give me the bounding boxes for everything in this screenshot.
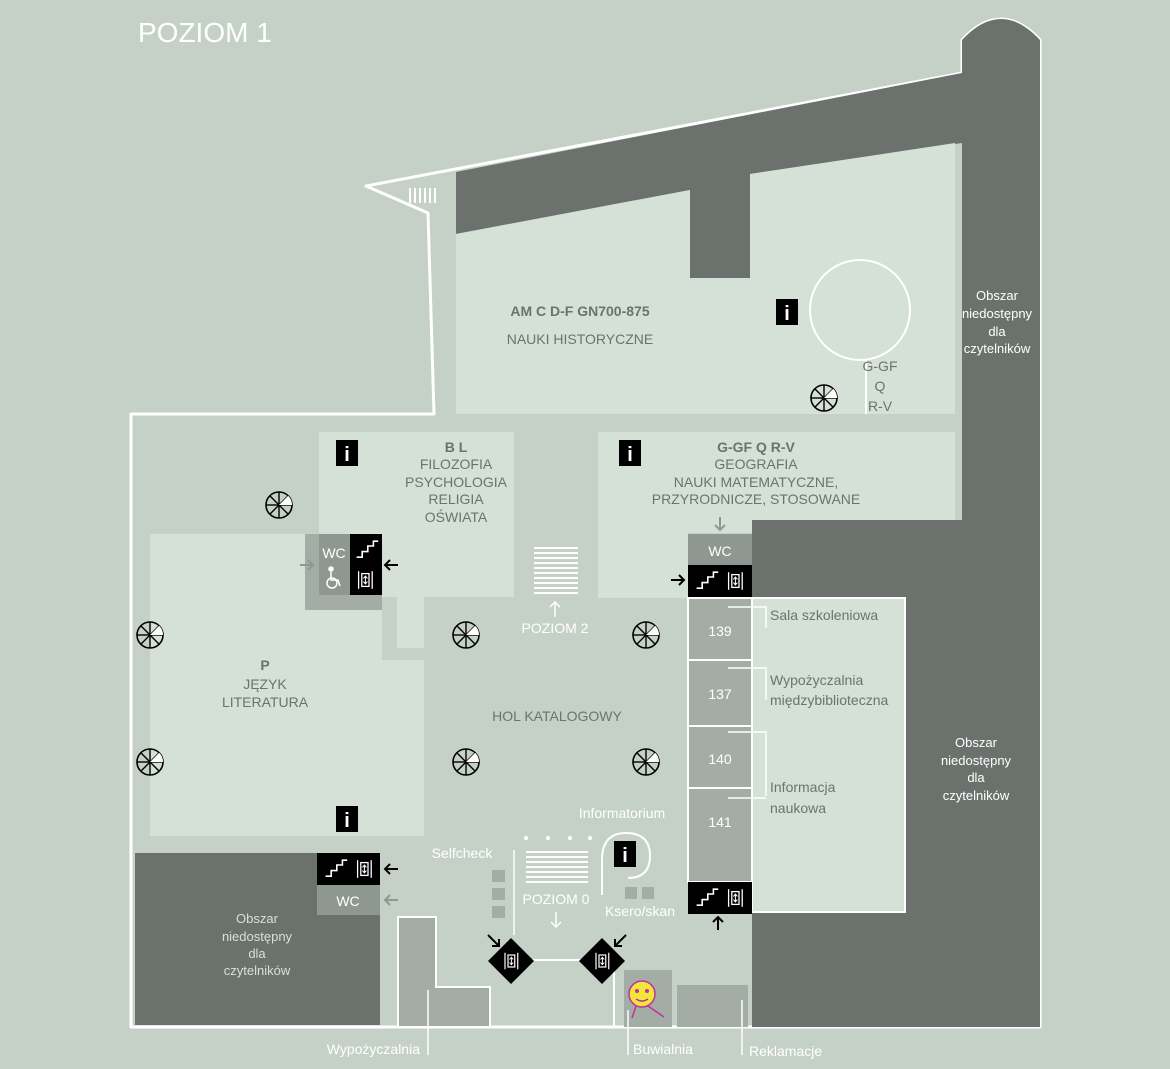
wc-right-label: WC <box>708 543 731 559</box>
zone-bl-line1: FILOZOFIA <box>420 456 493 472</box>
restricted-label-bottom-left: Obszar niedostępny dla czytelników <box>222 911 293 978</box>
zone-ggf-side-1: G-GF <box>863 358 898 374</box>
zone-bl-line3: RELIGIA <box>428 491 484 507</box>
wc-left-label: WC <box>322 545 345 561</box>
stairs-lift-bottom-left[interactable] <box>317 853 380 885</box>
restricted-band-top <box>456 73 962 278</box>
svg-text:Obszar: Obszar <box>236 911 279 926</box>
svg-text:dla: dla <box>248 946 266 961</box>
wc-right[interactable] <box>688 534 752 565</box>
stairs-poziom-2 <box>534 547 578 594</box>
page-title: POZIOM 1 <box>138 17 272 48</box>
sala-szkoleniowa-label: Sala szkoleniowa <box>770 607 878 623</box>
zone-p-floor <box>150 534 424 836</box>
zone-ggf-side-3: R-V <box>868 398 893 414</box>
poziom-2-label: POZIOM 2 <box>522 620 589 636</box>
ksero-label: Ksero/skan <box>605 903 675 919</box>
restricted-label-right-top: Obszar niedostępny dla czytelników <box>962 288 1033 356</box>
wc-bottom-left-label: WC <box>336 893 359 909</box>
svg-text:Obszar: Obszar <box>976 288 1019 303</box>
zone-geo-floor <box>598 432 955 598</box>
stairs-lift-left[interactable] <box>350 534 382 595</box>
wypozyczalnia-mb-line1: Wypożyczalnia <box>770 672 863 688</box>
hall-label: HOL KATALOGOWY <box>492 708 622 724</box>
info-icon-informatorium[interactable]: i <box>614 841 636 867</box>
info-icon-geo[interactable]: i <box>619 440 641 466</box>
svg-text:dla: dla <box>967 770 985 785</box>
leader-lines <box>427 606 767 1055</box>
zone-bl-code: B L <box>445 439 468 455</box>
buwialnia-mascot-icon <box>628 980 665 1019</box>
svg-text:i: i <box>344 444 350 466</box>
round-room <box>809 259 911 361</box>
zone-historical-name: NAUKI HISTORYCZNE <box>507 331 654 347</box>
wypozyczalnia-mb-line2: międzybiblioteczna <box>770 692 888 708</box>
stairs-lift-bottom-right[interactable] <box>688 882 752 914</box>
svg-text:niedostępny: niedostępny <box>962 306 1033 321</box>
restricted-label-right-bottom: Obszar niedostępny dla czytelników <box>941 735 1012 803</box>
svg-text:czytelników: czytelników <box>224 963 291 978</box>
zone-geo-code: G-GF Q R-V <box>717 439 795 455</box>
wypozyczalnia-room <box>397 916 491 1028</box>
informacja-naukowa-line1: Informacja <box>770 779 836 795</box>
zone-bl-line2: PSYCHOLOGIA <box>405 474 508 490</box>
rooms-column <box>687 597 753 883</box>
stair-dots <box>524 836 592 840</box>
room-137: 137 <box>708 686 732 702</box>
zone-p-line2: LITERATURA <box>222 694 309 710</box>
ksero-machines <box>625 887 654 899</box>
wypozyczalnia-label: Wypożyczalnia <box>327 1041 420 1057</box>
informatorium-desk <box>601 831 652 895</box>
zone-p-code: P <box>260 657 269 673</box>
stairs-poziom-0 <box>526 851 588 883</box>
svg-text:dla: dla <box>988 324 1006 339</box>
lift-diamond-left[interactable] <box>487 934 534 984</box>
side-rooms <box>751 597 906 913</box>
svg-text:i: i <box>784 303 790 325</box>
svg-text:i: i <box>344 810 350 832</box>
svg-text:czytelników: czytelników <box>943 788 1010 803</box>
svg-text:czytelników: czytelników <box>964 341 1031 356</box>
lift-diamond-right[interactable] <box>579 934 627 984</box>
buwialnia-label: Buwialnia <box>633 1041 693 1057</box>
accessible-icon <box>326 566 341 589</box>
info-icon-p[interactable]: i <box>336 806 358 832</box>
info-icon-historical[interactable]: i <box>776 299 798 325</box>
room-139: 139 <box>708 623 732 639</box>
poziom-0-label: POZIOM 0 <box>523 891 590 907</box>
informatorium-label: Informatorium <box>579 805 665 821</box>
zone-geo-line2: NAUKI MATEMATYCZNE, <box>674 474 838 490</box>
zone-p-line1: JĘZYK <box>243 676 287 692</box>
reklamacje-room <box>677 985 748 1027</box>
entrance-hatch <box>409 188 436 203</box>
stairs-lift-right[interactable] <box>688 565 752 597</box>
wc-left[interactable] <box>319 534 350 595</box>
wc-bottom-left[interactable] <box>317 885 380 915</box>
room-140: 140 <box>708 751 732 767</box>
restricted-area-right <box>752 19 1040 1027</box>
zone-geo-line3: PRZYRODNICZE, STOSOWANE <box>652 491 860 507</box>
svg-text:niedostępny: niedostępny <box>222 929 293 944</box>
svg-text:i: i <box>627 444 633 466</box>
informacja-naukowa-line2: naukowa <box>770 800 826 816</box>
selfcheck-label: Selfcheck <box>432 845 494 861</box>
svg-text:i: i <box>622 845 628 867</box>
selfcheck-kiosks <box>492 870 505 918</box>
svg-text:niedostępny: niedostępny <box>941 753 1012 768</box>
zone-ggf-side-2: Q <box>875 378 886 394</box>
svg-text:Obszar: Obszar <box>955 735 998 750</box>
reklamacje-label: Reklamacje <box>749 1043 822 1059</box>
info-icon-bl[interactable]: i <box>336 440 358 466</box>
zone-historical-code: AM C D-F GN700-875 <box>510 303 649 319</box>
zone-geo-line1: GEOGRAFIA <box>714 456 798 472</box>
room-141: 141 <box>708 814 732 830</box>
zone-bl-line4: OŚWIATA <box>425 508 488 525</box>
